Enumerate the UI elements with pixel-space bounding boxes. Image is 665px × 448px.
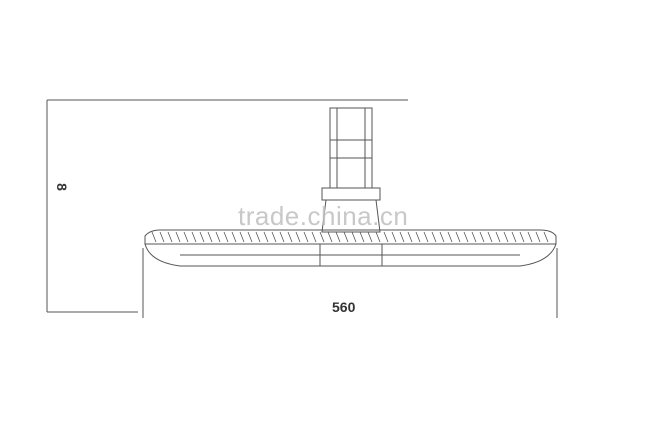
nozzle-tick (535, 231, 541, 243)
nozzle-tick (375, 231, 381, 243)
nozzle-tick (271, 231, 277, 243)
nozzle-tick (407, 231, 413, 243)
nozzle-tick (479, 231, 485, 243)
watermark: trade.china.cn (238, 201, 409, 231)
nozzle-tick (503, 231, 509, 243)
nozzle-tick (255, 231, 261, 243)
nozzle-tick (391, 231, 397, 243)
nozzle-tick (439, 231, 445, 243)
nozzle-tick (431, 231, 437, 243)
nozzle-tick (495, 231, 501, 243)
nozzle-tick (223, 231, 229, 243)
nozzle-tick (199, 231, 205, 243)
height-dimension-label: 8 (54, 183, 70, 191)
nozzle-tick (383, 231, 389, 243)
nozzle-tick (359, 231, 365, 243)
nozzle-tick (351, 231, 357, 243)
shower-head-body (144, 229, 557, 267)
nozzle-tick (239, 231, 245, 243)
nozzle-tick (175, 231, 181, 243)
nozzle-tick (399, 231, 405, 243)
nozzle-tick (471, 231, 477, 243)
nozzle-tick (279, 231, 285, 243)
nozzle-tick (343, 231, 349, 243)
nozzle-tick (423, 231, 429, 243)
nozzle-tick (519, 231, 525, 243)
nozzle-tick (335, 231, 341, 243)
nozzle-tick (191, 231, 197, 243)
nozzle-tick (231, 231, 237, 243)
nozzle-tick (415, 231, 421, 243)
nozzle-tick (527, 231, 533, 243)
nozzle-tick (287, 231, 293, 243)
nozzle-tick (303, 231, 309, 243)
nozzle-tick (511, 231, 517, 243)
nozzle-tick (327, 231, 333, 243)
nozzle-tick (159, 231, 165, 243)
nozzle-tick (151, 231, 157, 243)
nozzle-tick (263, 231, 269, 243)
nozzle-tick (167, 231, 173, 243)
nozzle-tick (183, 231, 189, 243)
nozzle-tick (447, 231, 453, 243)
nozzle-tick (487, 231, 493, 243)
shower-arm-connector (321, 107, 381, 233)
nozzle-tick (543, 231, 549, 243)
nozzle-tick (319, 231, 325, 243)
nozzle-tick (455, 231, 461, 243)
nozzle-tick (215, 231, 221, 243)
nozzle-tick (311, 231, 317, 243)
nozzle-tick (247, 231, 253, 243)
nozzle-tick (463, 231, 469, 243)
nozzle-tick (295, 231, 301, 243)
nozzle-tick (367, 231, 373, 243)
width-dimension-label: 560 (332, 299, 356, 315)
nozzle-tick (207, 231, 213, 243)
nozzle-ticks (151, 231, 549, 243)
